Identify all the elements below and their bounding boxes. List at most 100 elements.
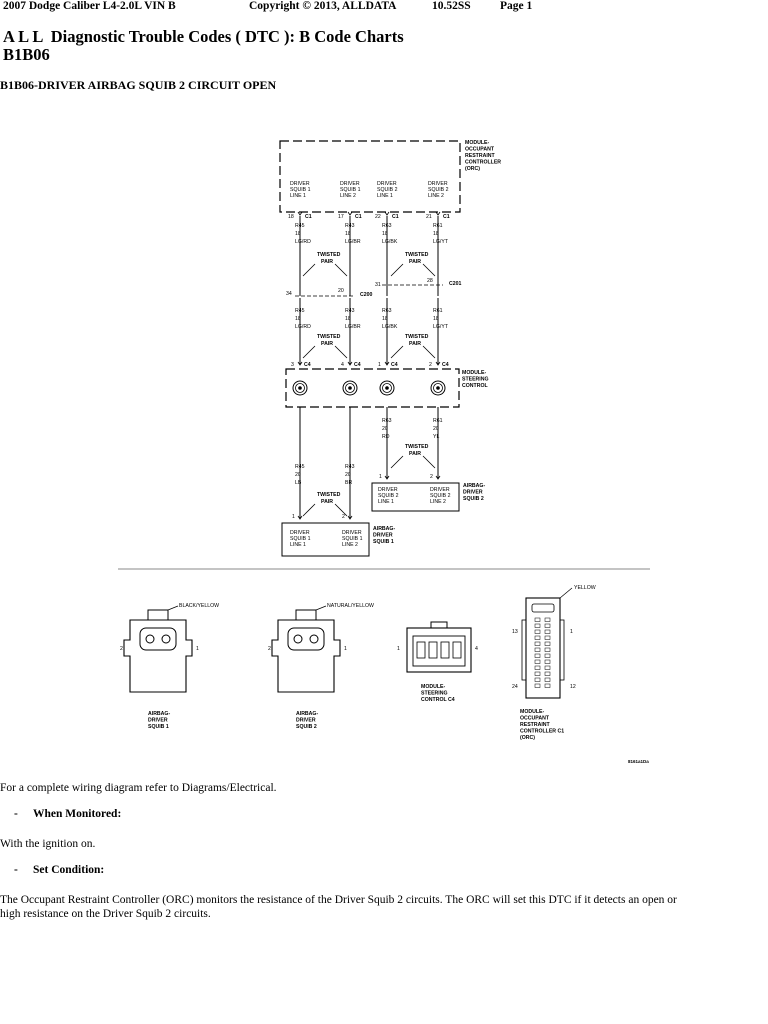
color-leader — [315, 605, 327, 611]
twisted-pair-label: TWISTED — [405, 252, 429, 258]
c4-pin-connector: C4 — [442, 362, 449, 368]
clock-spring-center — [348, 386, 352, 390]
squib1-title-line: SQUIB 1 — [373, 539, 394, 545]
orc-label-line: OCCUPANT — [465, 147, 495, 153]
c4-pin-connector: C4 — [354, 362, 361, 368]
wire-code-mid: LG/BK — [382, 324, 398, 330]
c4-pin-connector: C4 — [391, 362, 398, 368]
squib1-line2-label: DRIVER — [342, 530, 362, 536]
orc-pin-name: SQUIB 2 — [377, 187, 398, 193]
connector-title-line: SQUIB 2 — [296, 724, 317, 730]
header-copyright: Copyright © 2013, ALLDATA — [249, 0, 397, 12]
steering-label-line: STEERING — [462, 377, 489, 383]
connector-pin-number: 12 — [570, 684, 576, 690]
orc-pin-name: DRIVER — [340, 181, 360, 187]
c200-label: C200 — [360, 292, 373, 298]
orc-pin-name: SQUIB 1 — [290, 187, 311, 193]
connector-cavity — [544, 623, 551, 628]
wire-code-mid: R43 — [345, 308, 355, 314]
connector-pin — [297, 515, 303, 520]
squib1-line1-label: SQUIB 1 — [290, 536, 311, 542]
connector-cavity — [534, 659, 541, 664]
connector-title-line: DRIVER — [148, 718, 168, 724]
twisted-pair-label: PAIR — [321, 499, 333, 505]
connector-pin-number: 1 — [570, 629, 573, 635]
clock-spring-mid — [382, 383, 392, 393]
squib2-pin-number: 2 — [430, 474, 433, 480]
wire-code-mid: R61 — [433, 308, 443, 314]
twisted-arrow — [334, 345, 348, 359]
connector-pin-number: 2 — [120, 646, 123, 652]
wires: R4518LG/RDR4318LG/BRR6318LG/BKR6118LG/YT… — [286, 211, 462, 520]
orc-pin-number: 18 — [288, 214, 294, 220]
connector-color-label: YELLOW — [574, 585, 596, 591]
orc-label-line: MODULE- — [465, 140, 489, 146]
squib2-line1-label: DRIVER — [378, 487, 398, 493]
orc-pin-name: DRIVER — [290, 181, 310, 187]
twisted-pair-label: PAIR — [409, 451, 421, 457]
twisted-arrow — [390, 345, 404, 359]
steering-label-line: CONTROL — [462, 383, 488, 389]
set-condition-line-2: high resistance on the Driver Squib 2 ci… — [0, 908, 211, 920]
wire-code-squib1: BR — [345, 480, 352, 486]
twisted-pair-label: PAIR — [409, 259, 421, 265]
connector-cavity — [416, 641, 426, 659]
squib1-title-line: DRIVER — [373, 533, 393, 539]
wire-code-top: R63 — [382, 223, 392, 229]
page-header: 2007 Dodge Caliber L4-2.0L VIN B Copyrig… — [3, 0, 763, 14]
twisted-pair-label: PAIR — [321, 259, 333, 265]
connector-pin-number: 24 — [512, 684, 518, 690]
connector-cavity — [544, 665, 551, 670]
connector-body — [271, 619, 341, 693]
connector-cavity — [534, 677, 541, 682]
twisted-arrow — [302, 345, 316, 359]
c201-pin: 31 — [375, 282, 381, 288]
orc-label-line: RESTRAINT — [465, 153, 496, 159]
wire-code-mid: LG/BR — [345, 324, 361, 330]
orc-pin-name: SQUIB 1 — [340, 187, 361, 193]
squib2-title-line: SQUIB 2 — [463, 496, 484, 502]
connector-cavity — [544, 641, 551, 646]
wire-code-mid: 18 — [382, 316, 388, 322]
connector-pin — [384, 361, 390, 366]
wire-code-squib1: 20 — [345, 472, 351, 478]
orc-pin-connector: C1 — [305, 214, 312, 220]
wire-code-top: LG/BK — [382, 239, 398, 245]
wire-code-squib1: LB — [295, 480, 302, 486]
connector-cavity — [534, 617, 541, 622]
orc-pin-connector: C1 — [355, 214, 362, 220]
orc-pin-name: LINE 1 — [290, 193, 306, 199]
connector-pin — [297, 211, 303, 216]
connector-cavity — [544, 647, 551, 652]
squib1-line1-label: DRIVER — [290, 530, 310, 536]
clock-spring-mid — [345, 383, 355, 393]
wire-code-squib2: R61 — [433, 418, 443, 424]
color-leader — [167, 605, 179, 611]
twisted-arrow — [422, 455, 436, 469]
diagram-reference: For a complete wiring diagram refer to D… — [0, 782, 277, 794]
connector-cavity — [544, 677, 551, 682]
connector-cavity — [544, 671, 551, 676]
connector-cavity — [544, 659, 551, 664]
connector-pin — [435, 475, 441, 480]
connector-title-line: CONTROL C4 — [421, 697, 455, 703]
squib2-line2-label: LINE 2 — [430, 499, 446, 505]
connector-cavity — [534, 647, 541, 652]
wire-code-mid: R45 — [295, 308, 305, 314]
connector-cavity — [452, 641, 462, 659]
twisted-pair-label: TWISTED — [317, 492, 341, 498]
orc-module-box — [279, 140, 461, 213]
connector-rail — [559, 619, 565, 681]
connector-pin — [347, 515, 353, 520]
connector-latch — [531, 603, 555, 613]
squib1-pin-number: 2 — [342, 514, 345, 520]
clock-spring-outer — [342, 380, 358, 396]
connector-cavity — [534, 641, 541, 646]
connector-cavity — [534, 623, 541, 628]
connector-face — [287, 627, 325, 651]
